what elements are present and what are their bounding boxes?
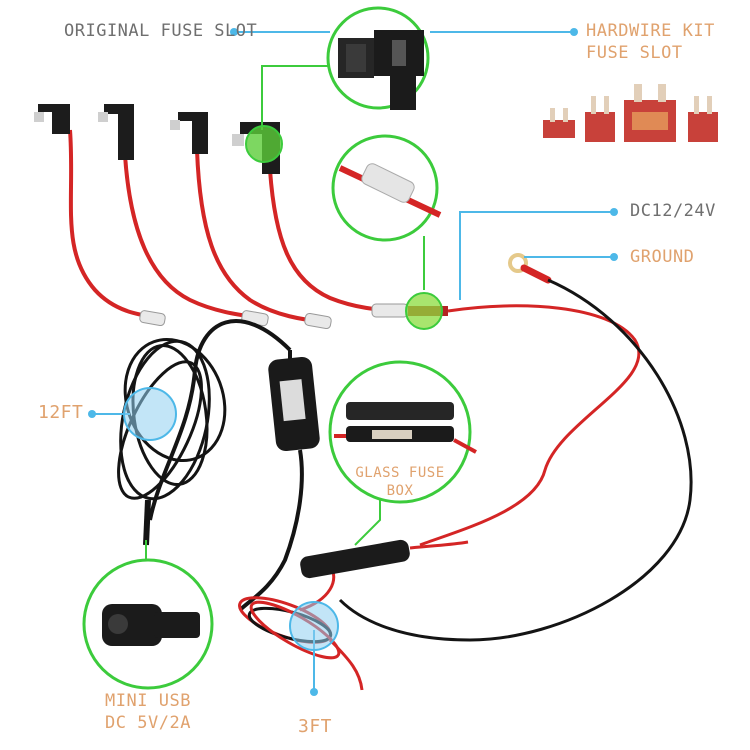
- fuse-tap-3: [170, 112, 332, 330]
- label-dc-voltage: DC12/24V: [630, 201, 716, 221]
- fuse-tap-1: [34, 104, 166, 327]
- label-original-fuse-slot: ORIGINAL FUSE SLOT: [64, 21, 258, 41]
- label-mini-usb-line2: DC 5V/2A: [105, 713, 191, 733]
- label-glass-fuse-line1: GLASS FUSE: [355, 465, 445, 481]
- black-ground-wire: [338, 278, 693, 642]
- label-3ft: 3FT: [298, 716, 333, 737]
- mini-usb-callout: [82, 558, 214, 690]
- cable-12ft-highlight: [123, 387, 177, 441]
- fuse-slot-callout: [326, 6, 430, 110]
- label-glass-fuse-line2: BOX: [386, 483, 414, 499]
- label-hardwire-kit-line2: FUSE SLOT: [586, 43, 683, 63]
- red-power-wire: [419, 304, 641, 547]
- label-ground: GROUND: [630, 247, 695, 267]
- cable-3ft-highlight: [289, 601, 339, 651]
- label-hardwire-kit-fuse-slot: HARDWIRE KIT FUSE SLOT: [586, 20, 715, 64]
- blade-fuse-highlight-dot: [405, 292, 443, 330]
- tap-highlight-dot: [245, 125, 283, 163]
- inline-blade-fuse-callout: [331, 134, 442, 242]
- spare-blade-fuses: [543, 84, 718, 142]
- label-glass-fuse-box: GLASS FUSE BOX: [352, 464, 448, 500]
- label-hardwire-kit-line1: HARDWIRE KIT: [586, 21, 715, 41]
- blue-pointers: [88, 28, 618, 696]
- inline-fuse-holder: [300, 539, 469, 579]
- label-mini-usb-line1: MINI USB: [105, 691, 191, 711]
- ground-terminal: [508, 253, 552, 284]
- glass-fuse-callout: [328, 360, 477, 504]
- label-mini-usb: MINI USB DC 5V/2A: [90, 690, 206, 734]
- label-12ft: 12FT: [38, 402, 84, 423]
- coiled-12ft-cable: [117, 319, 292, 546]
- fuse-tap-2: [98, 104, 269, 327]
